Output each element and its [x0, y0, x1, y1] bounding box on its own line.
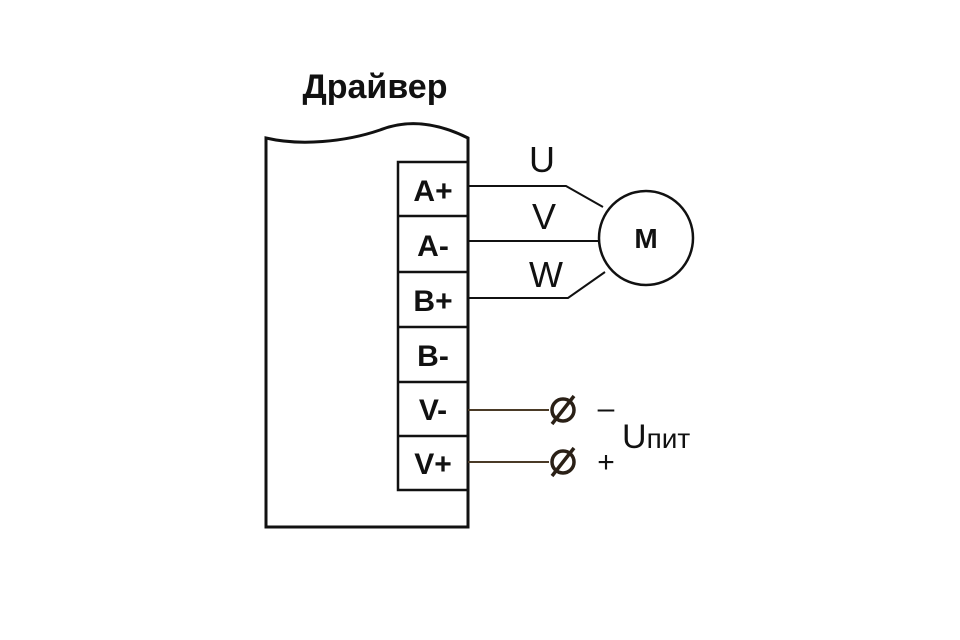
terminal-b-minus: B- [417, 340, 449, 373]
supply-terminal-plus [550, 446, 576, 478]
terminal-v-plus: V+ [414, 448, 452, 481]
terminal-a-plus: A+ [413, 175, 452, 208]
supply-minus-sign: – [598, 392, 615, 425]
supply-voltage-label: Uпит [622, 418, 690, 456]
driver-title: Драйвер [303, 68, 448, 106]
wire-w [468, 271, 606, 299]
supply-voltage-subscript: пит [647, 423, 691, 454]
motor-label: M [634, 223, 657, 254]
supply-voltage-symbol: U [622, 418, 647, 456]
phase-label-u: U [529, 139, 555, 180]
phase-label-v: V [532, 196, 556, 237]
terminal-block: A+ A- B+ B- V- V+ [396, 160, 470, 492]
wire-u [468, 185, 604, 208]
terminal-a-minus: A- [417, 230, 449, 263]
terminal-b-plus: B+ [413, 285, 452, 318]
supply-plus-sign: + [597, 446, 615, 479]
phase-label-w: W [529, 254, 563, 295]
driver-body [264, 122, 470, 529]
terminal-v-minus: V- [419, 394, 447, 427]
motor-circle [597, 189, 695, 287]
supply-terminal-minus [550, 394, 576, 426]
